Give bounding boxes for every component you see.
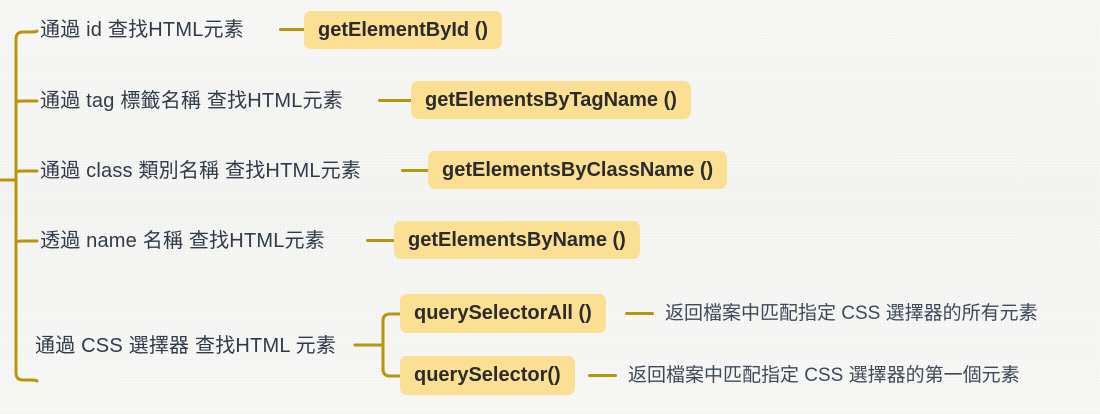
method-badge-query-selector[interactable]: querySelector() bbox=[400, 356, 575, 395]
branch-label-by-name: 透過 name 名稱 查找HTML元素 bbox=[40, 230, 325, 252]
css-selector-sub-bracket bbox=[353, 312, 402, 378]
method-badge-by-tag-name[interactable]: getElementsByTagName () bbox=[411, 81, 691, 119]
method-badge-by-name[interactable]: getElementsByName () bbox=[394, 221, 640, 259]
method-badge-by-class-name[interactable]: getElementsByClassName () bbox=[428, 151, 728, 189]
description-query-selector-all: 返回檔案中匹配指定 CSS 選擇器的所有元素 bbox=[665, 303, 1038, 324]
method-badge-by-id[interactable]: getElementById () bbox=[304, 11, 503, 49]
description-query-selector: 返回檔案中匹配指定 CSS 選擇器的第一個元素 bbox=[628, 365, 1020, 386]
branch-label-by-class-name: 通過 class 類別名稱 查找HTML元素 bbox=[40, 160, 362, 182]
connector-query-selector bbox=[588, 374, 617, 377]
connector-query-selector-all bbox=[625, 312, 654, 315]
main-bracket bbox=[0, 29, 39, 383]
connector-by-name bbox=[366, 239, 399, 242]
connector-by-id bbox=[279, 28, 307, 31]
connector-by-tag-name bbox=[378, 99, 414, 102]
method-badge-query-selector-all[interactable]: querySelectorAll () bbox=[400, 294, 606, 333]
branch-label-by-tag-name: 通過 tag 標籤名稱 查找HTML元素 bbox=[40, 90, 343, 112]
connector-by-class-name bbox=[401, 169, 433, 172]
branch-label-by-css-selector: 通過 CSS 選擇器 查找HTML 元素 bbox=[35, 335, 337, 357]
branch-label-by-id: 通過 id 查找HTML元素 bbox=[40, 19, 244, 41]
